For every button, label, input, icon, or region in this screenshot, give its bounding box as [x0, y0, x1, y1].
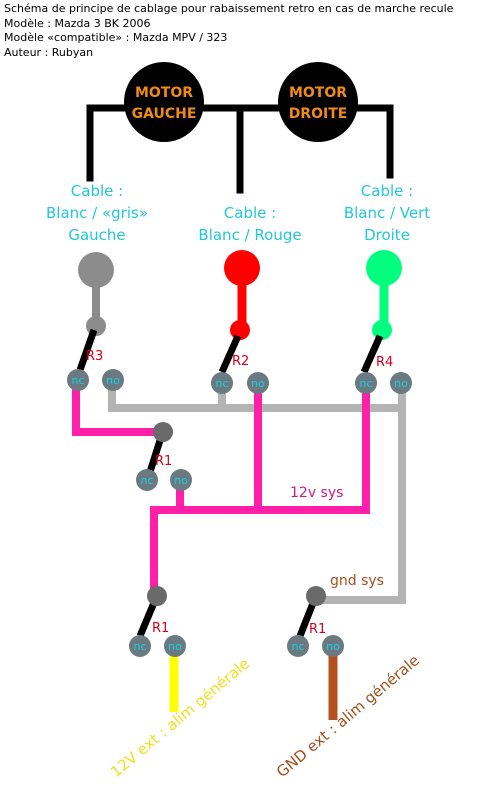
relay-r3-no-label: no — [106, 374, 120, 387]
motor-right: MOTOR DROITE — [278, 62, 358, 142]
motor-right-label-2: DROITE — [289, 106, 348, 122]
relay-r1-mid-contacts: nc no — [136, 469, 192, 491]
relay-r4-label: R4 — [376, 355, 393, 370]
relay-r1-mid-pivot — [153, 422, 173, 442]
cable-middle-label: Cable : Blanc / Rouge — [198, 204, 301, 244]
net-gnd-sys-label: gnd sys — [330, 573, 384, 589]
motor-left: MOTOR GAUCHE — [124, 62, 204, 142]
relay-r1-left-contacts: nc no — [129, 635, 186, 657]
diagram-header: Schéma de principe de cablage pour rabai… — [4, 2, 453, 60]
cable-middle-line2: Blanc / Rouge — [198, 226, 301, 244]
relay-r1-right-contacts: nc no — [287, 635, 344, 657]
terminal-left — [78, 252, 114, 336]
relay-r4-arm — [360, 334, 384, 374]
relay-r3-contacts: nc no — [67, 369, 124, 391]
motor-left-label-1: MOTOR — [135, 85, 193, 101]
cable-right-line3: Droite — [364, 226, 410, 244]
relay-r1-right-nc-label: nc — [291, 640, 304, 653]
terminal-right — [366, 250, 402, 340]
cable-left-label: Cable : Blanc / «gris» Gauche — [46, 182, 148, 244]
motor-wires — [86, 104, 394, 194]
cable-left-line2: Blanc / «gris» — [46, 204, 148, 222]
relay-r1-left-label: R1 — [152, 621, 169, 636]
pink-r3-to-r1 — [72, 384, 164, 436]
header-model: Modèle : Mazda 3 BK 2006 — [4, 16, 151, 30]
terminal-middle-head — [224, 250, 260, 286]
relay-r4-no-label: no — [394, 377, 408, 390]
motor-right-label-1: MOTOR — [289, 85, 347, 101]
cable-right-label: Cable : Blanc / Vert Droite — [344, 182, 430, 244]
relay-r4-contacts: nc no — [355, 372, 412, 394]
net-gnd-ext-label: GND ext : alim générale — [273, 651, 423, 781]
terminal-left-head — [78, 252, 114, 288]
relay-r2-contacts: nc no — [211, 372, 269, 394]
cable-right-line2: Blanc / Vert — [344, 204, 430, 222]
relay-r2-label: R2 — [232, 354, 249, 369]
cable-middle-line1: Cable : — [224, 204, 276, 222]
relay-r3-label: R3 — [86, 349, 103, 364]
motor-left-label-2: GAUCHE — [132, 106, 197, 122]
relay-r4-nc-label: nc — [359, 377, 372, 390]
header-compatible-model: Modèle «compatible» : Mazda MPV / 323 — [4, 31, 228, 44]
motor-left-wire — [86, 104, 134, 182]
terminal-right-head — [366, 250, 402, 286]
gray-bus-r4 — [314, 386, 406, 604]
header-author: Auteur : Rubyan — [4, 45, 94, 59]
relay-r1-mid-label: R1 — [155, 454, 172, 469]
relay-r2-nc-label: nc — [215, 377, 228, 390]
cable-right-line1: Cable : — [361, 182, 413, 200]
relay-r1-right-pivot — [306, 586, 326, 606]
relay-r2-no-label: no — [251, 377, 265, 390]
cable-left-line1: Cable : — [71, 182, 123, 200]
net-12v-ext-label: 12V ext : alim générale — [107, 654, 253, 781]
gray-bus-horizontal — [108, 386, 404, 412]
relay-pivots — [147, 422, 326, 606]
relay-r1-left-nc-label: nc — [133, 640, 146, 653]
header-title: Schéma de principe de cablage pour rabai… — [4, 2, 454, 15]
relay-r1-left-no-label: no — [168, 640, 182, 653]
pink-wires — [72, 384, 370, 599]
relay-r3-nc-label: nc — [71, 374, 84, 387]
pink-r4-nc — [150, 384, 370, 599]
relay-r1-mid-no-label: no — [174, 474, 188, 487]
net-12v-sys-label: 12v sys — [290, 485, 343, 501]
relay-contacts: nc no nc no nc no nc no nc no — [67, 369, 412, 657]
relay-r3-arm — [76, 328, 98, 372]
terminal-middle — [224, 250, 260, 340]
motor-right-wire — [351, 104, 394, 179]
cable-left-line3: Gauche — [68, 226, 125, 244]
relay-r1-mid-nc-label: nc — [140, 474, 153, 487]
relay-r2-arm — [218, 334, 242, 374]
relay-r1-left-pivot — [147, 586, 167, 606]
relay-r1-right-no-label: no — [326, 640, 340, 653]
relay-r1-right-label: R1 — [309, 622, 326, 637]
